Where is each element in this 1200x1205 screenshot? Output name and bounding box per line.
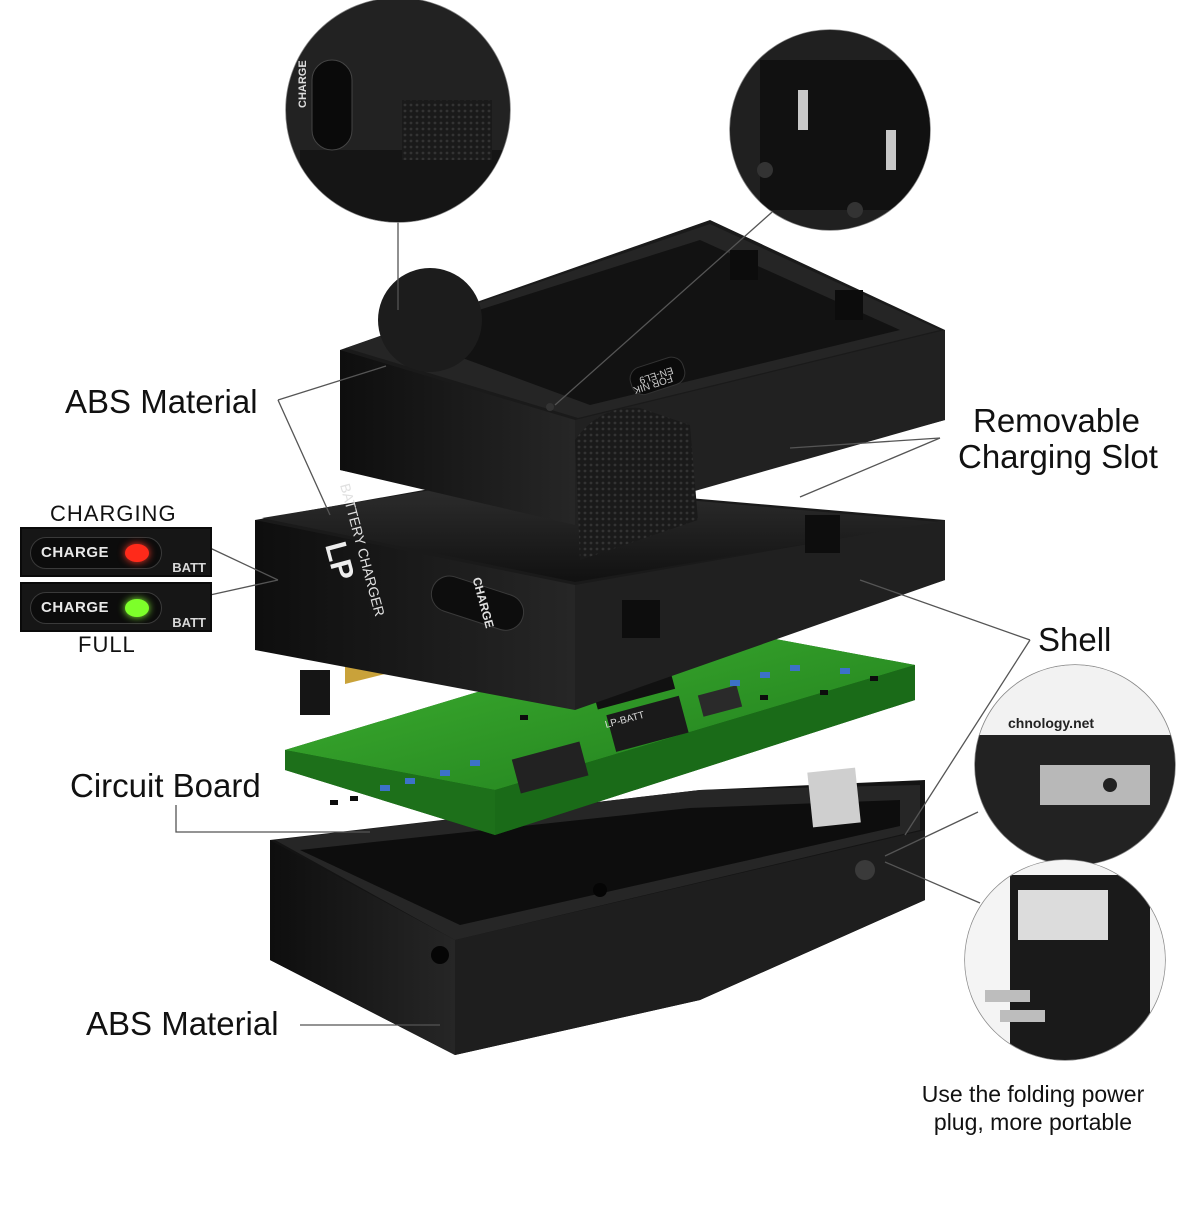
green-led <box>125 599 149 617</box>
label-abs-material-top: ABS Material <box>65 383 258 420</box>
batt-text: BATT <box>172 615 206 630</box>
charger-shell: LP BATTERY CHARGER CHARGE <box>255 480 945 715</box>
callout-plug-side: chnology.net <box>974 664 1176 866</box>
charge-pill-text: CHARGE <box>41 599 110 616</box>
callout-folding-plug <box>964 859 1166 1061</box>
charge-pill-text: CHARGE <box>41 544 110 561</box>
label-removable-line2: Charging Slot <box>958 438 1158 475</box>
label-full: FULL <box>78 632 136 657</box>
circuit-board: LP-BATT <box>285 625 915 835</box>
batt-text: BATT <box>172 560 206 575</box>
removable-charging-slot: EN-EL9 FOR NIK <box>340 220 945 560</box>
callout-button-text: CHARGE <box>297 60 309 108</box>
bottom-base <box>270 767 925 1055</box>
charge-pill: CHARGE <box>30 592 162 624</box>
label-removable-line1: Removable <box>973 402 1140 439</box>
callout-contacts <box>729 29 931 231</box>
leader-lines <box>175 204 1031 1026</box>
caption-line1: Use the folding power <box>921 1081 1145 1107</box>
label-circuit-board: Circuit Board <box>70 767 261 804</box>
charge-pill: CHARGE <box>30 537 162 569</box>
plug-url-text: chnology.net <box>1008 715 1094 731</box>
full-indicator-inset: CHARGE BATT <box>20 582 212 632</box>
charging-indicator-inset: CHARGE BATT <box>20 527 212 577</box>
label-abs-material-bottom: ABS Material <box>86 1005 279 1042</box>
label-charging: CHARGING <box>50 501 177 526</box>
red-led <box>125 544 149 562</box>
caption-line2: plug, more portable <box>933 1109 1133 1135</box>
label-shell: Shell <box>1038 621 1112 658</box>
callout-charge-button: CHARGE <box>285 0 511 223</box>
